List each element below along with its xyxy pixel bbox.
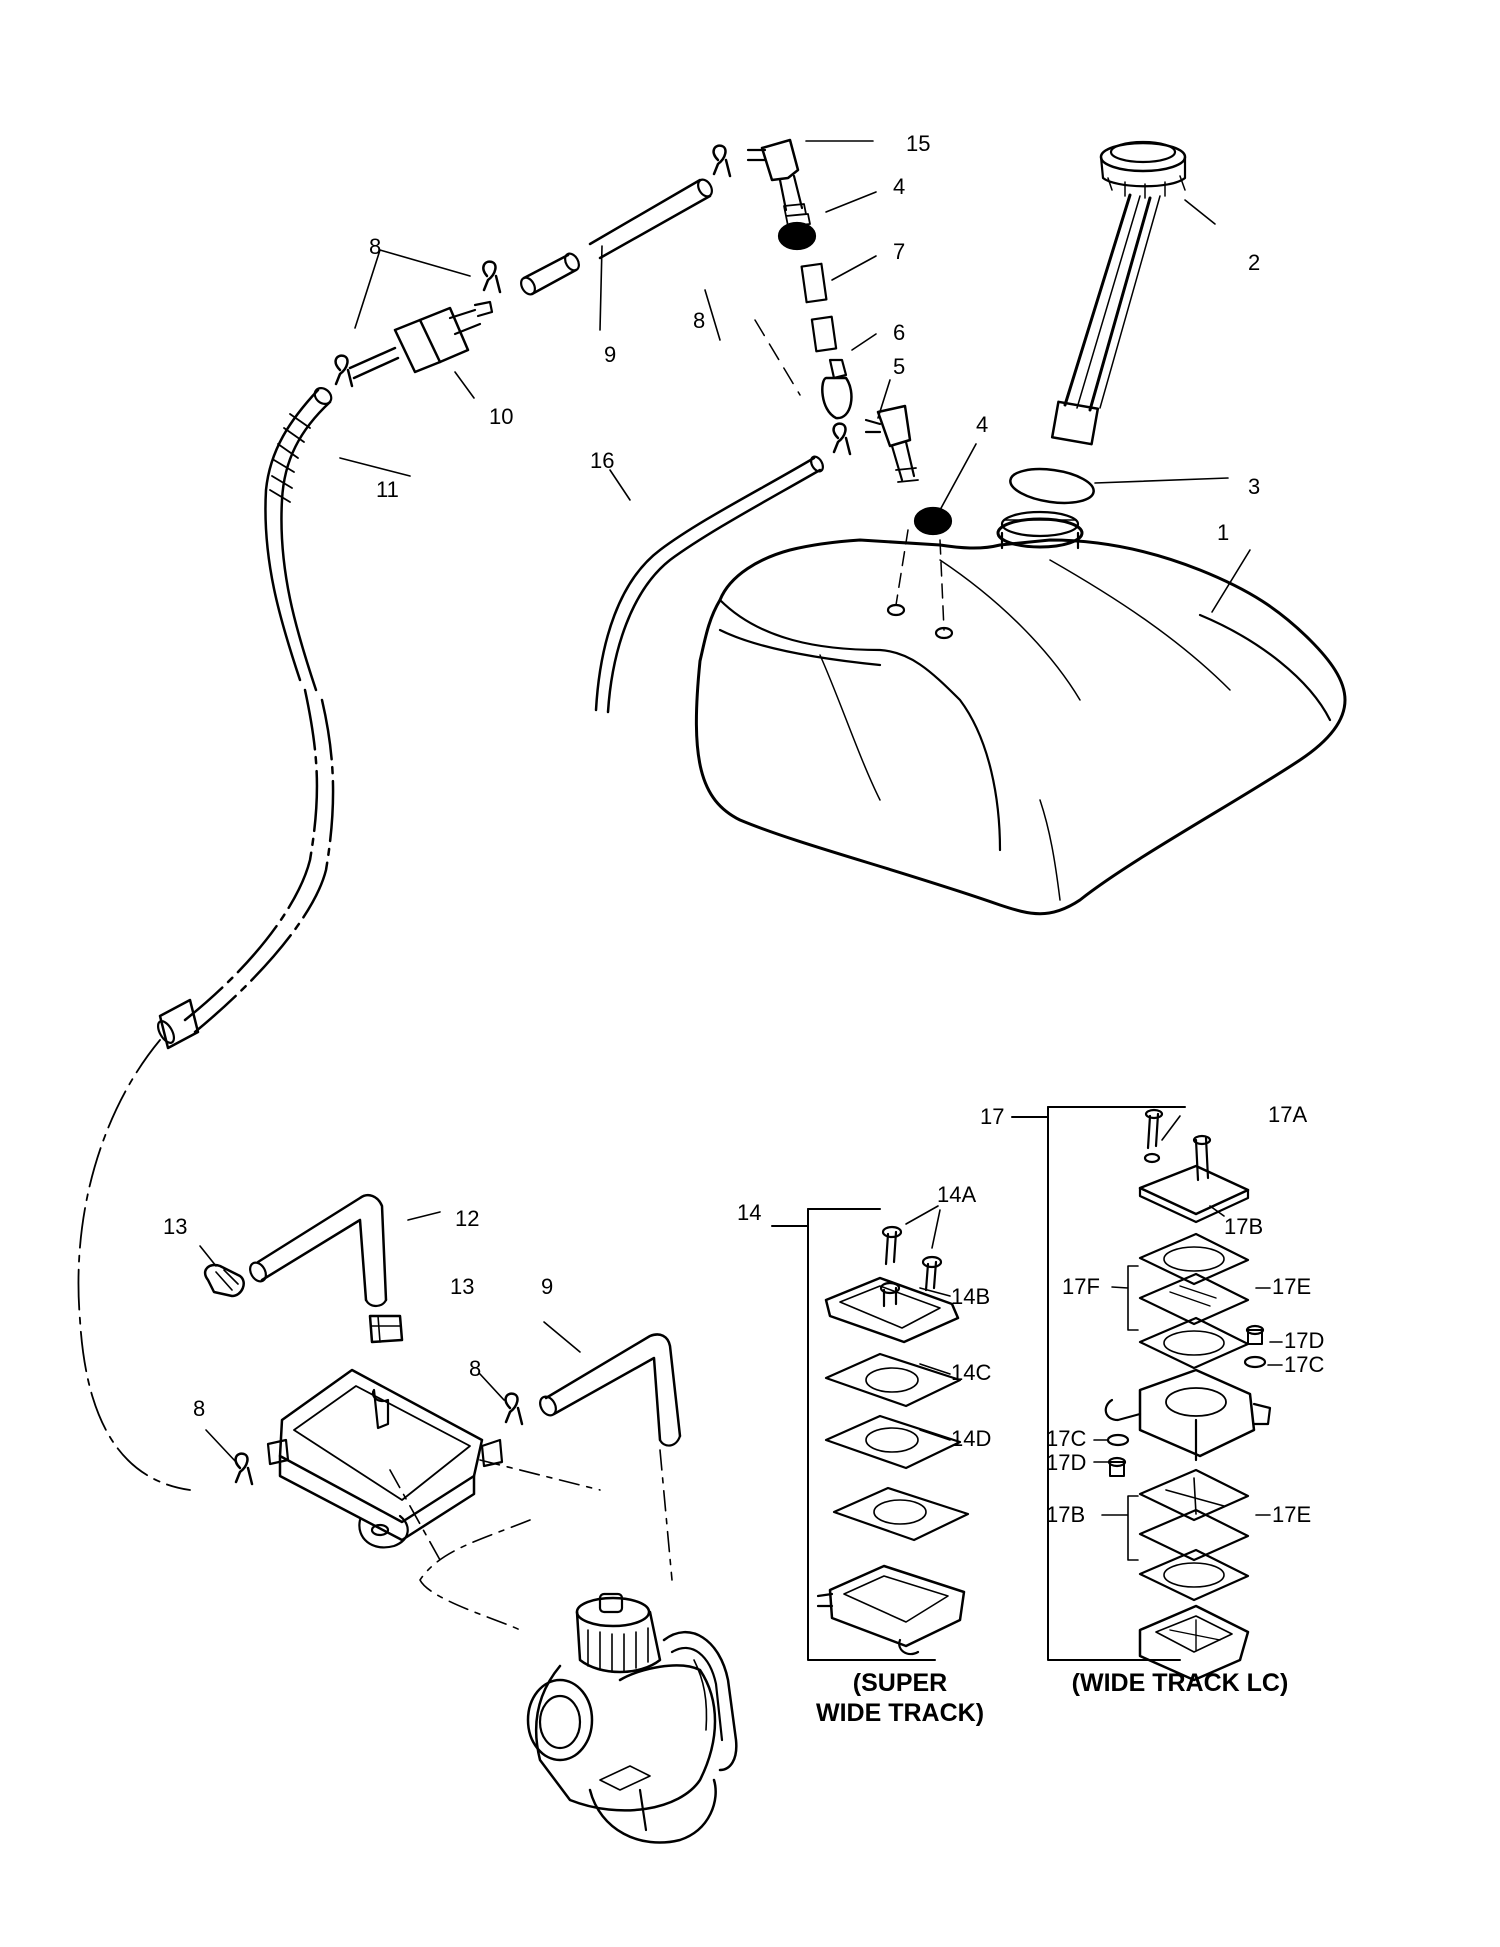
callout-14C: 14C: [951, 1360, 992, 1385]
callout-17E-upper: 17E: [1272, 1274, 1312, 1299]
callout-7: 7: [893, 239, 906, 264]
callout-8-lower-right: 8: [469, 1356, 482, 1381]
callout-17B-lower: 17B: [1046, 1502, 1086, 1527]
callout-8-upper-left: 8: [369, 234, 382, 259]
elbow-hose-12: [249, 1194, 388, 1308]
callout-15: 15: [906, 131, 931, 156]
callout-4-lower: 4: [976, 412, 989, 437]
fuel-gauge-sender: [1050, 140, 1187, 446]
callout-1: 1: [1217, 520, 1230, 545]
caption-wide-track-lc: (WIDE TRACK LC): [1071, 1669, 1289, 1697]
callout-17D-right: 17D: [1284, 1328, 1325, 1353]
callout-17A: 17A: [1268, 1102, 1308, 1127]
callout-8-upper-right: 8: [693, 308, 706, 333]
pump-kit-17: [1011, 1106, 1272, 1682]
routing-lines-lower: [389, 1449, 673, 1631]
callout-17E-lower: 17E: [1272, 1502, 1312, 1527]
elbow-hose-9: [539, 1333, 682, 1447]
routing-line-left: [77, 1039, 191, 1491]
callout-17D-left: 17D: [1046, 1450, 1087, 1475]
callout-2: 2: [1248, 250, 1261, 275]
fuel-filter: [348, 300, 494, 380]
o-ring: [1009, 467, 1095, 505]
callout-14: 14: [737, 1200, 762, 1225]
caption-super-line1: (SUPER: [852, 1669, 948, 1697]
callout-17: 17: [980, 1104, 1005, 1129]
caption-super-wide-track: (SUPER WIDE TRACK): [790, 1668, 1010, 1728]
vent-fitting-stack: [746, 138, 953, 631]
callout-14D: 14D: [951, 1426, 992, 1451]
callout-9-lower: 9: [541, 1274, 554, 1299]
carburetor: [526, 1592, 738, 1844]
callout-12: 12: [455, 1206, 480, 1231]
callout-9-upper: 9: [604, 342, 617, 367]
pump-kit-14: [771, 1205, 970, 1661]
vent-line: [594, 455, 824, 714]
callout-13-left: 13: [163, 1214, 188, 1239]
fuel-line-upper: [520, 178, 713, 296]
callout-17C-right: 17C: [1284, 1352, 1325, 1377]
callout-16: 16: [590, 448, 615, 473]
callout-5: 5: [893, 354, 906, 379]
callout-4-upper: 4: [893, 174, 906, 199]
callout-10: 10: [489, 404, 514, 429]
callout-17C-left: 17C: [1046, 1426, 1087, 1451]
fuel-tank: [694, 510, 1347, 916]
hose-clamps-13: [203, 1263, 404, 1344]
callout-8-lower-left: 8: [193, 1396, 206, 1421]
callout-13-right: 13: [450, 1274, 475, 1299]
leader-lines: [199, 140, 1283, 1561]
caption-super-line2: WIDE TRACK): [815, 1699, 985, 1727]
callout-17B-upper: 17B: [1224, 1214, 1264, 1239]
callout-14B: 14B: [951, 1284, 991, 1309]
callout-14A: 14A: [937, 1182, 977, 1207]
callout-11: 11: [376, 477, 399, 502]
callout-6: 6: [893, 320, 906, 345]
callout-3: 3: [1248, 474, 1261, 499]
callout-17F: 17F: [1062, 1274, 1100, 1299]
fuel-line-long: [156, 387, 335, 1050]
hose-clamps-upper: [334, 144, 852, 456]
fuel-pump-housing: [266, 1368, 504, 1549]
